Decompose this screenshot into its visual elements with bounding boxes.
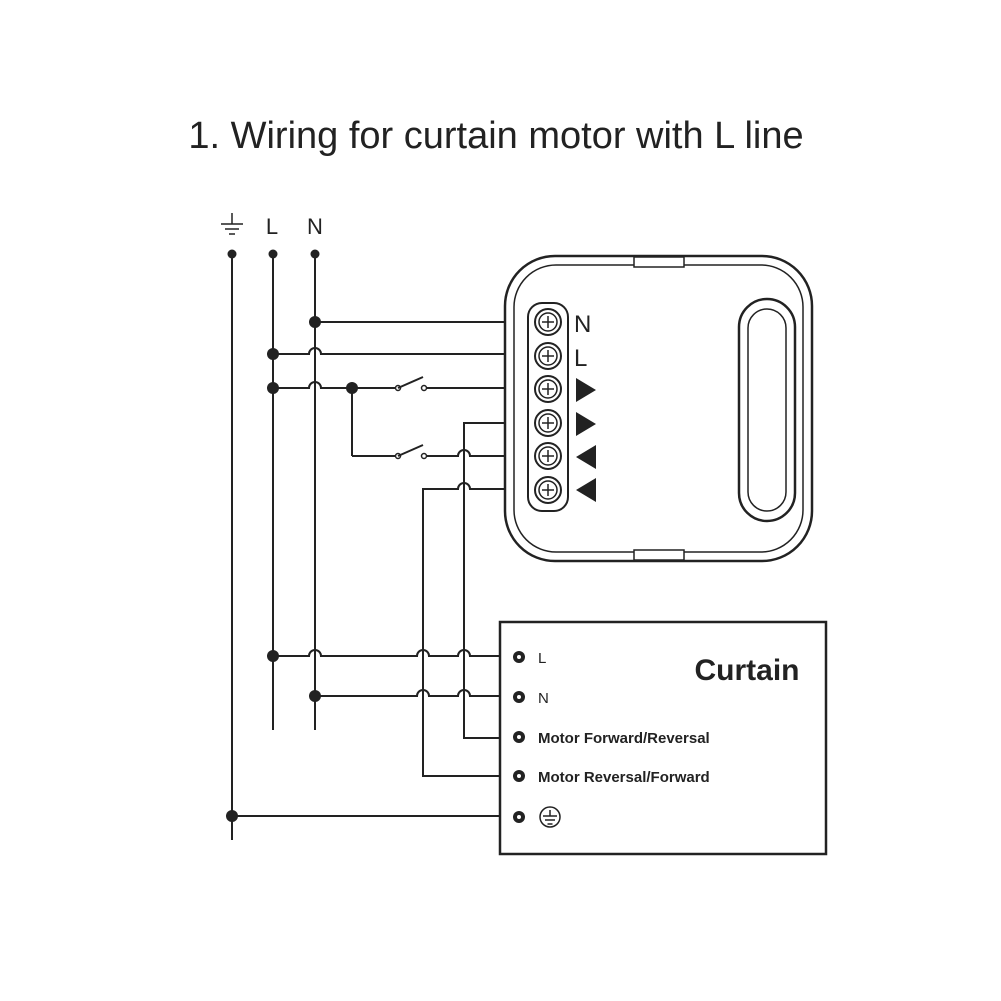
rail-label-n: N [307, 214, 323, 239]
screw-terminal-icon [534, 308, 562, 336]
switch-1-icon [394, 376, 505, 392]
module-top-clip [633, 256, 685, 268]
screw-terminal-icon [534, 442, 562, 470]
wire-module-n [309, 316, 505, 328]
wire-motor-output-1 [463, 422, 512, 739]
curtain-terminal-n: N [538, 690, 549, 707]
arrow-right-triangle-icon [576, 378, 596, 402]
arrow-left-triangle-icon [576, 445, 596, 469]
terminal-label-l: L [574, 345, 587, 372]
rail-label-l: L [266, 214, 278, 239]
wire-switch-feed [267, 381, 396, 457]
screw-terminal-icon [534, 342, 562, 370]
module-bottom-clip [633, 549, 685, 561]
wire-curtain-earth [226, 810, 512, 822]
curtain-terminal-motor-reversal: Motor Reversal/Forward [538, 769, 710, 786]
earth-ground-icon [539, 806, 561, 828]
wire-motor-output-2 [422, 482, 512, 777]
earth-ground-icon [221, 213, 243, 235]
screw-terminal-icon [534, 409, 562, 437]
rail-top-dot [310, 249, 320, 259]
terminal-label-n: N [574, 311, 591, 338]
screw-terminal-icon [534, 476, 562, 504]
curtain-terminal-l: L [538, 650, 546, 667]
rail-top-dot [227, 249, 237, 259]
smart-module [503, 254, 814, 563]
switch-2-icon [394, 444, 505, 460]
arrow-right-triangle-icon [576, 412, 596, 436]
curtain-terminal-motor-forward: Motor Forward/Reversal [538, 730, 710, 747]
arrow-left-triangle-icon [576, 478, 596, 502]
module-button-slot [737, 297, 797, 523]
curtain-title: Curtain [695, 654, 800, 687]
wire-curtain-n [309, 689, 512, 702]
page-title: 1. Wiring for curtain motor with L line [188, 115, 803, 157]
rail-top-dot [268, 249, 278, 259]
wire-curtain-l [267, 649, 512, 662]
wire-module-l [267, 347, 505, 360]
terminal-block [527, 302, 569, 512]
screw-terminal-icon [534, 375, 562, 403]
